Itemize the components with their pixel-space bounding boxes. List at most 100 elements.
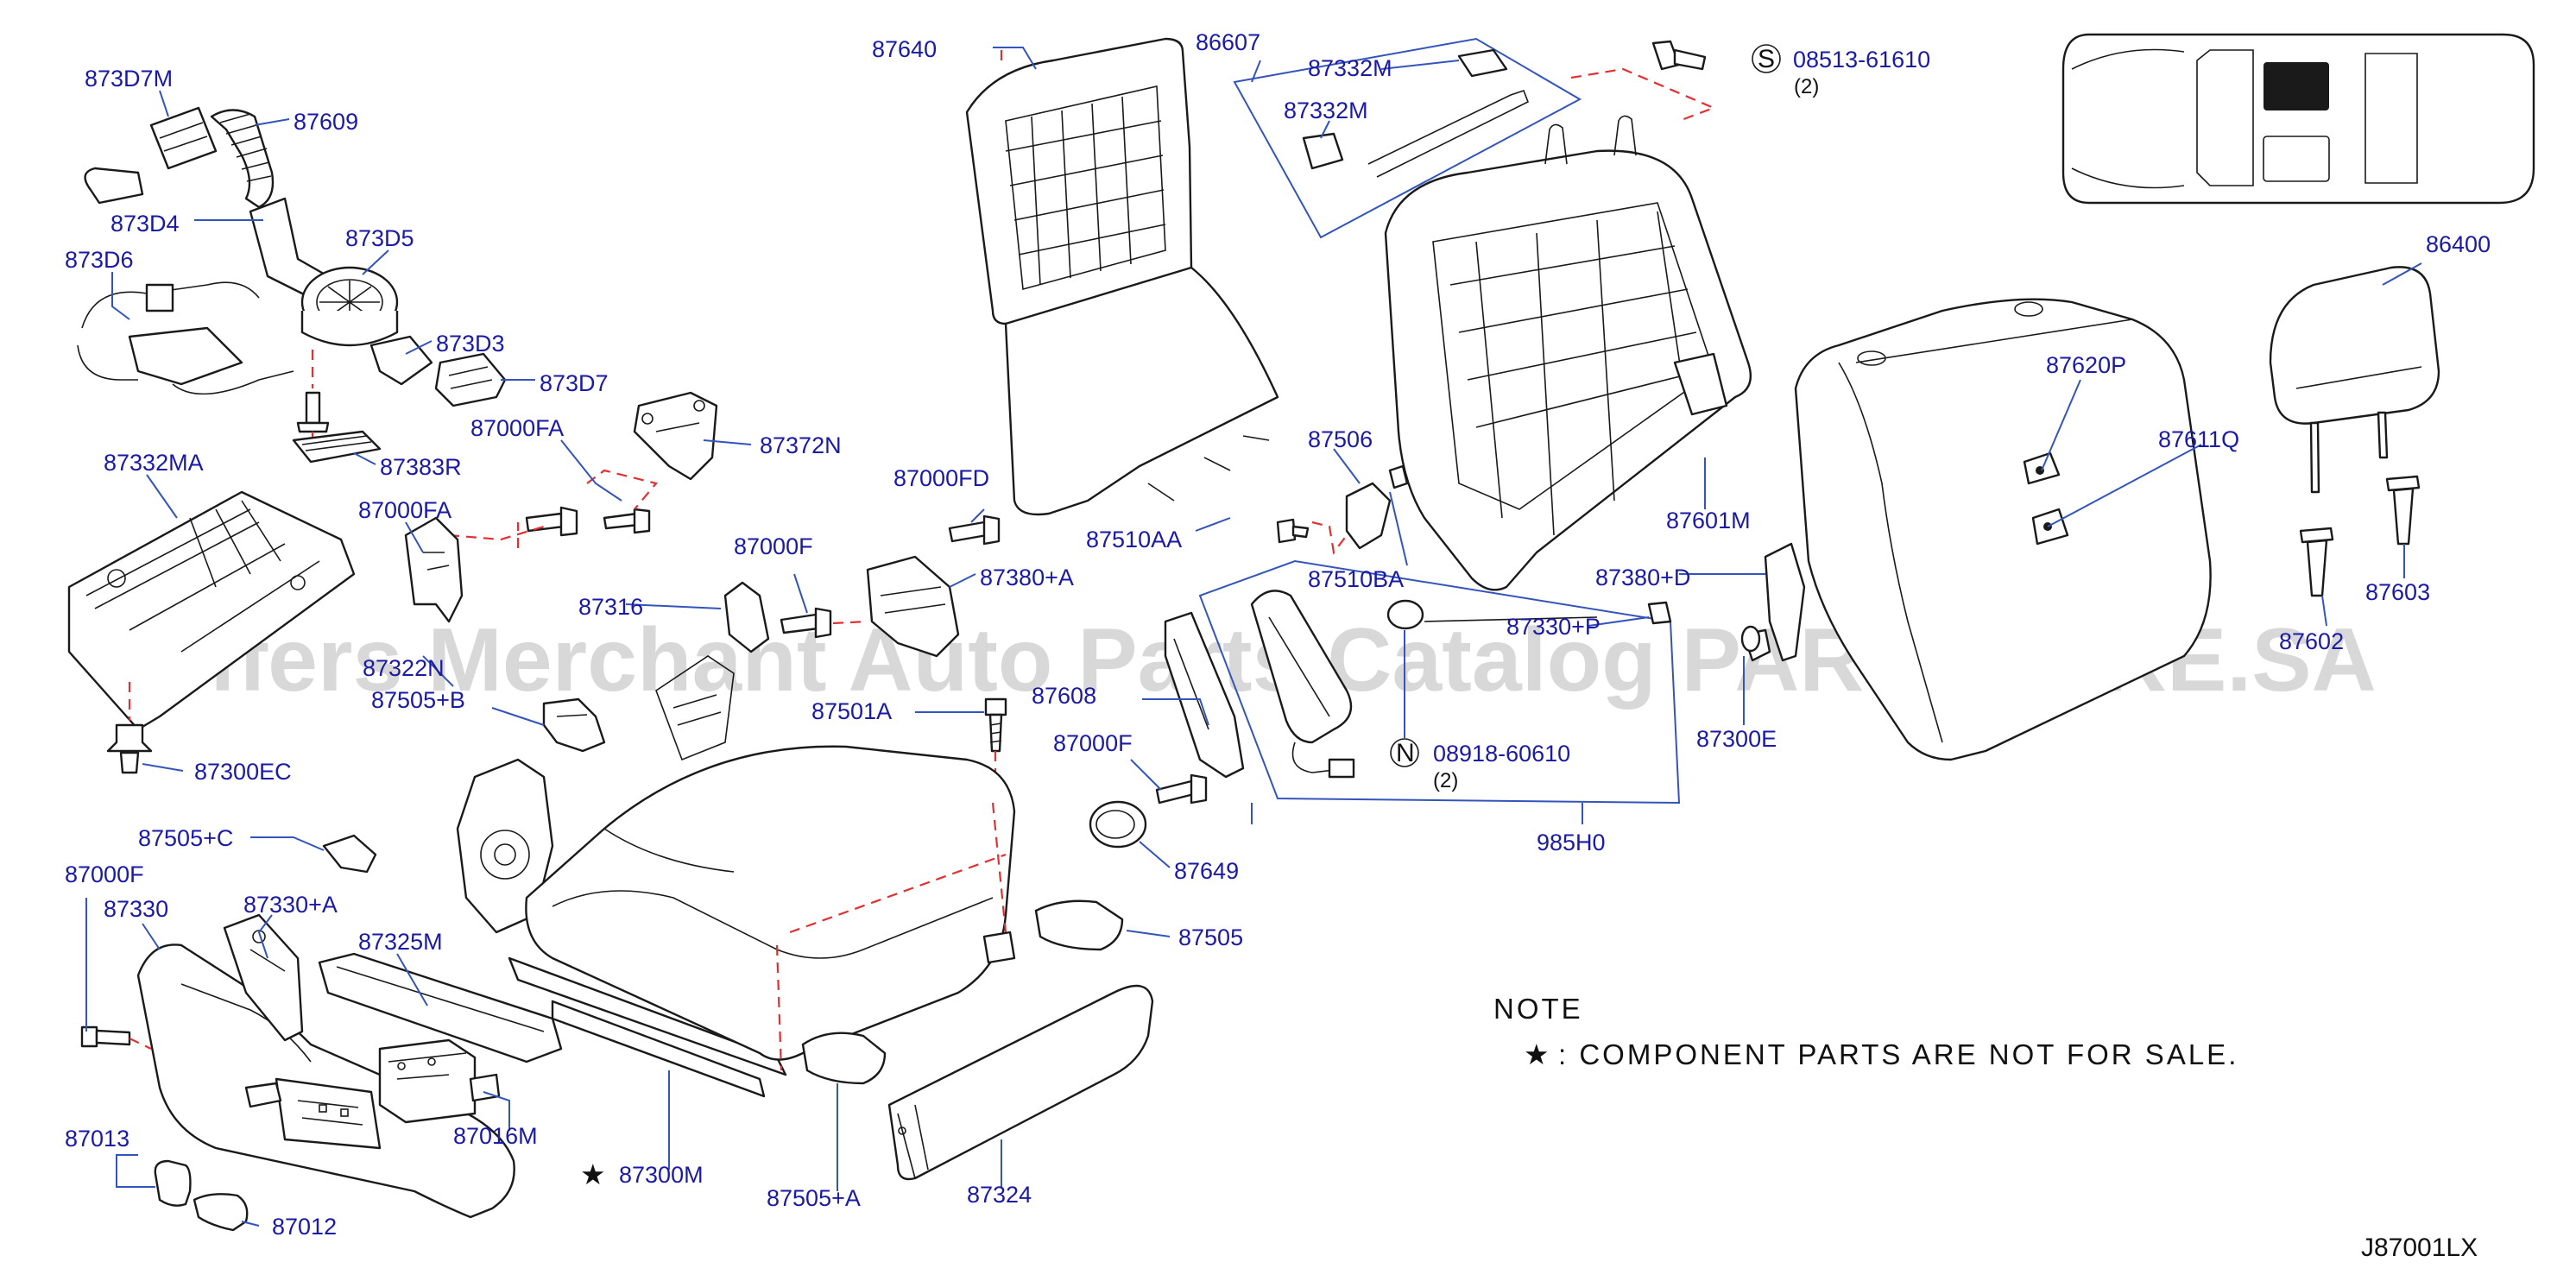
bracket-87372N <box>633 391 718 481</box>
switch-87016M <box>378 1038 501 1124</box>
clip-87505B <box>542 697 606 753</box>
knobs-87013-87012 <box>154 1159 249 1232</box>
label-87016M: 87016M <box>453 1123 538 1149</box>
label-87510AA: 87510AA <box>1086 527 1182 552</box>
diagram-code: J87001LX <box>2361 1234 2478 1262</box>
callout-s-qty: (2) <box>1794 75 1819 98</box>
label-87372N: 87372N <box>760 432 842 458</box>
bracket-87330A <box>223 913 304 1042</box>
note-text: : COMPONENT PARTS ARE NOT FOR SALE. <box>1558 1038 2238 1070</box>
callout-n-part: 08918-60610 <box>1433 741 1570 767</box>
label-87324: 87324 <box>967 1182 1032 1208</box>
label-87012: 87012 <box>272 1214 337 1240</box>
callout-N: N 08918-60610 (2) <box>1396 739 1570 792</box>
knob-87505 <box>1034 899 1124 951</box>
label-87609: 87609 <box>294 109 358 135</box>
bracket-87380D-clip-87300E <box>1740 542 1806 662</box>
cap-87649 <box>1089 800 1147 849</box>
callout-n-qty: (2) <box>1433 769 1458 792</box>
note-block: NOTE ★ : COMPONENT PARTS ARE NOT FOR SAL… <box>1493 993 2238 1070</box>
label-985H0: 985H0 <box>1537 830 1606 855</box>
knob-87505A <box>801 1032 887 1085</box>
side-shield-87330 <box>80 943 515 1219</box>
callout-s-part: 08513-61610 <box>1793 47 1930 73</box>
cover-87325M <box>318 952 563 1063</box>
label-87300E: 87300E <box>1696 726 1777 752</box>
label-87505B: 87505+B <box>371 687 465 713</box>
label-87316: 87316 <box>578 594 643 620</box>
label-87620P: 87620P <box>2046 352 2126 378</box>
group-86607 <box>1233 37 1716 239</box>
label-87649: 87649 <box>1174 858 1239 884</box>
label-86400: 86400 <box>2426 231 2491 257</box>
label-87602: 87602 <box>2279 628 2344 654</box>
car-locator-icon <box>2061 33 2535 205</box>
guides-87602-87603 <box>2299 475 2421 597</box>
label-87603: 87603 <box>2365 579 2430 605</box>
bolt-87501A <box>984 697 1007 863</box>
clip-87505C <box>322 834 377 874</box>
label-87505A: 87505+A <box>767 1185 861 1211</box>
label-87322N: 87322N <box>363 655 445 681</box>
label-87000FA-upper: 87000FA <box>470 415 564 441</box>
label-87501A: 87501A <box>811 698 892 724</box>
headrest-86400 <box>2269 266 2440 494</box>
airbag-group-985H0 <box>1198 559 1681 805</box>
label-873D7: 873D7 <box>540 370 609 396</box>
label-87000FA-lower: 87000FA <box>358 497 451 523</box>
label-87608: 87608 <box>1032 683 1096 709</box>
duct-fan-assembly <box>77 106 507 464</box>
trim-87608 <box>1164 611 1245 779</box>
label-87332M-upper: 87332M <box>1308 55 1392 81</box>
label-87510BA: 87510BA <box>1308 566 1404 592</box>
note-star: ★ <box>1524 1038 1552 1070</box>
label-87325M: 87325M <box>358 929 443 955</box>
label-873D4: 873D4 <box>110 211 180 237</box>
label-87380A: 87380+A <box>980 565 1074 590</box>
back-board-87640 <box>965 37 1279 516</box>
label-87380D: 87380+D <box>1595 565 1690 590</box>
label-87000F-center: 87000F <box>734 533 813 559</box>
front-panel-87324 <box>887 984 1154 1181</box>
part-labels: 873D7M 87609 873D4 873D5 873D6 873D3 873… <box>65 29 2491 1240</box>
seat-cushion-87300M <box>456 655 1016 1098</box>
label-873D5: 873D5 <box>345 225 414 251</box>
label-87611Q: 87611Q <box>2158 426 2239 452</box>
label-873D3: 873D3 <box>436 331 505 357</box>
bracket-87316 <box>723 581 770 653</box>
label-87383R: 87383R <box>380 454 462 480</box>
callout-s-symbol: S <box>1758 45 1775 73</box>
label-873D6: 873D6 <box>65 247 134 273</box>
bolt-S-08513 <box>1651 40 1781 73</box>
label-87330: 87330 <box>104 896 168 922</box>
label-87013: 87013 <box>65 1126 129 1152</box>
label-87505C: 87505+C <box>138 825 233 851</box>
label-87300EC: 87300EC <box>194 759 292 785</box>
star-marker-87300M: ★ <box>580 1158 609 1190</box>
label-87000F-right: 87000F <box>1053 730 1133 756</box>
leader-lines <box>85 47 2422 1227</box>
label-87601M: 87601M <box>1666 508 1751 533</box>
callout-n-symbol: N <box>1396 739 1415 767</box>
label-87330A: 87330+A <box>243 892 338 918</box>
label-873D7M: 873D7M <box>85 66 173 92</box>
bolts-87000FA <box>404 469 658 623</box>
label-87640: 87640 <box>872 36 937 62</box>
back-frame-87601M <box>1384 115 1752 591</box>
bolt-87000F-center <box>1155 773 1208 805</box>
cover-87332MA <box>67 490 356 774</box>
note-heading: NOTE <box>1493 993 1583 1025</box>
label-87000FD: 87000FD <box>893 465 989 491</box>
callout-S: S 08513-61610 (2) <box>1758 45 1930 98</box>
label-87300M: 87300M <box>619 1162 704 1188</box>
label-86607: 86607 <box>1196 29 1260 55</box>
label-87332MA: 87332MA <box>104 450 204 476</box>
label-87505: 87505 <box>1178 924 1243 950</box>
label-87332M-lower: 87332M <box>1284 98 1368 123</box>
label-87000F-left: 87000F <box>65 861 144 887</box>
hooks-87506 <box>1276 464 1409 555</box>
back-trim-87620P <box>1794 298 2212 761</box>
label-87506: 87506 <box>1308 426 1373 452</box>
bolt-87000F-and-bracket-87380A <box>780 514 1001 658</box>
